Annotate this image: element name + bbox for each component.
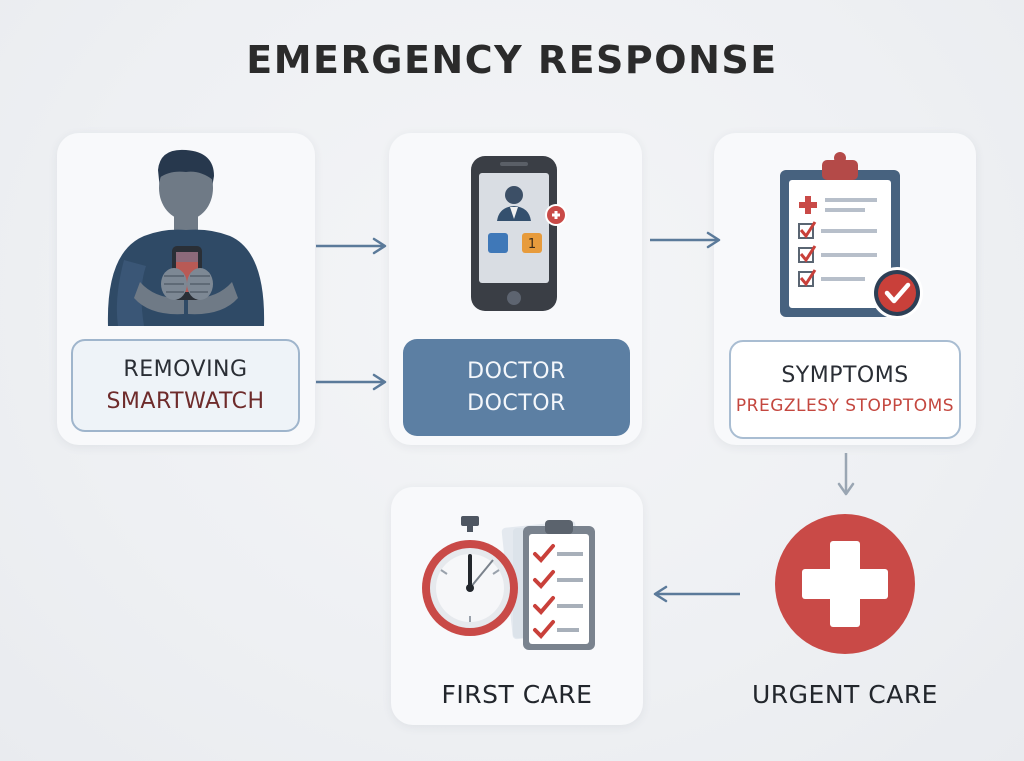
step-label-line1: SYMPTOMS — [781, 362, 909, 388]
svg-text:1: 1 — [528, 237, 536, 252]
step-label-removing-smartwatch: REMOVING SMARTWATCH — [71, 339, 300, 432]
step-label-symptoms: SYMPTOMS PREGZLESY STOPPTOMS — [729, 340, 961, 439]
step-label-line1: DOCTOR — [467, 358, 566, 384]
step-label-line1: REMOVING — [123, 356, 248, 382]
arrow-down-icon — [837, 453, 855, 496]
step-label-doctor: DOCTOR DOCTOR — [403, 339, 630, 436]
step-label-line2: PREGZLESY STOPPTOMS — [735, 395, 955, 416]
step-label-line2: DOCTOR — [467, 390, 566, 416]
arrow-left-icon — [653, 585, 740, 603]
arrow-right-icon — [316, 237, 387, 255]
step-label-first-care: FIRST CARE — [441, 680, 593, 709]
step-label-line2: SMARTWATCH — [106, 388, 265, 414]
diagram-title: EMERGENCY RESPONSE — [246, 38, 778, 82]
stopwatch-checklist-icon — [422, 516, 595, 650]
clipboard-checklist-icon — [780, 152, 923, 319]
smartphone-doctor-icon: 1 — [471, 156, 567, 311]
arrow-right-icon — [316, 373, 387, 391]
person-phone-icon — [107, 149, 265, 326]
medical-cross-icon — [775, 514, 915, 654]
arrow-right-icon — [650, 231, 721, 249]
step-label-urgent-care: URGENT CARE — [752, 680, 938, 709]
